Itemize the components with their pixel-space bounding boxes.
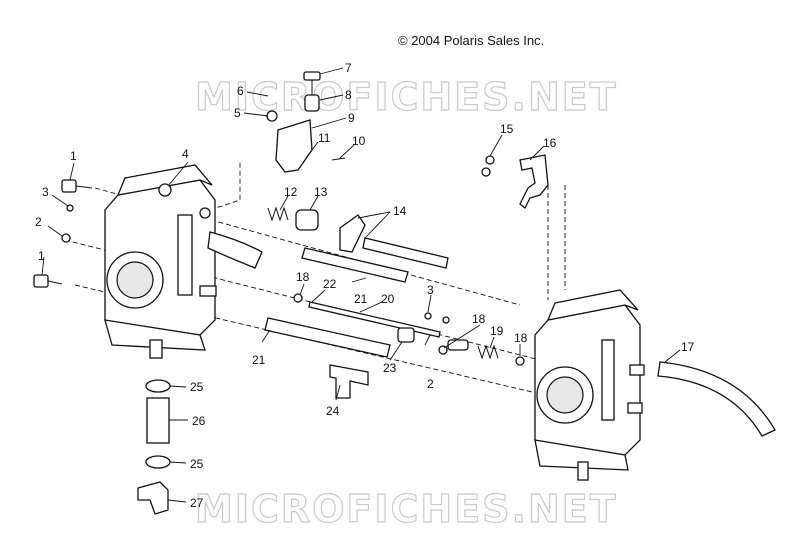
- callout-18b: 18: [472, 312, 486, 326]
- leader-lines: [41, 67, 681, 503]
- upper-bracket: [266, 71, 321, 173]
- callout-23: 23: [383, 361, 397, 375]
- callout-27: 27: [190, 496, 204, 510]
- callout-14: 14: [393, 204, 407, 218]
- callout-21b: 21: [252, 353, 266, 367]
- linkage-parts: [397, 327, 499, 360]
- right-carburetor: [534, 289, 645, 481]
- callout-6: 6: [237, 84, 244, 98]
- shafts: [264, 237, 449, 358]
- callout-3b: 3: [427, 283, 434, 297]
- right-bracket: [519, 154, 549, 210]
- watermark-top: MICROFICHES.NET: [195, 75, 618, 119]
- callout-12: 12: [284, 185, 298, 199]
- callout-10: 10: [352, 134, 366, 148]
- callout-24: 24: [326, 404, 340, 418]
- callout-4: 4: [182, 147, 189, 161]
- callout-17: 17: [681, 340, 695, 354]
- tee-fitting: [329, 364, 369, 399]
- callout-21a: 21: [354, 292, 368, 306]
- callout-9: 9: [348, 111, 355, 125]
- callout-2a: 2: [35, 215, 42, 229]
- callout-1b: 1: [38, 249, 45, 263]
- callout-5: 5: [234, 106, 241, 120]
- callout-labels: 1 1 2 2 3 3 4 5 6 7 8 9 10 11 12 13 14 1…: [35, 61, 695, 510]
- callout-26: 26: [192, 414, 206, 428]
- callout-1a: 1: [70, 149, 77, 163]
- callout-11: 11: [318, 131, 331, 145]
- callout-25a: 25: [190, 380, 204, 394]
- callout-20: 20: [381, 292, 395, 306]
- callout-3a: 3: [42, 185, 49, 199]
- copyright-notice: © 2004 Polaris Sales Inc.: [398, 33, 545, 48]
- callout-22: 22: [323, 277, 337, 291]
- callout-8: 8: [345, 88, 352, 102]
- left-carburetor: [104, 164, 263, 359]
- callout-15: 15: [500, 122, 514, 136]
- callout-2b: 2: [427, 377, 434, 391]
- callout-18a: 18: [296, 270, 310, 284]
- callout-18c: 18: [514, 331, 528, 345]
- vent-tube: [657, 361, 776, 437]
- callout-16: 16: [543, 136, 557, 150]
- watermark-bottom: MICROFICHES.NET: [195, 487, 618, 531]
- throttle-cam: [339, 214, 366, 253]
- callout-19: 19: [490, 324, 504, 338]
- spring-and-collar: [267, 206, 319, 231]
- callout-13: 13: [314, 185, 328, 199]
- callout-25b: 25: [190, 457, 204, 471]
- callout-7: 7: [345, 61, 352, 75]
- drain-assembly: [137, 379, 171, 515]
